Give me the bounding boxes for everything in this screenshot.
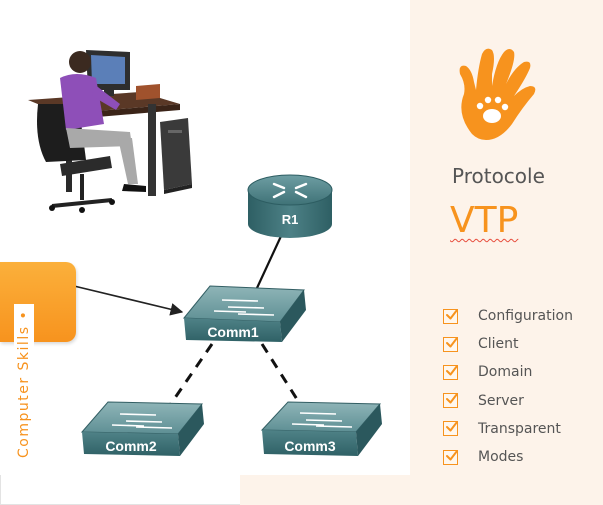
checklist-item: Server [443, 387, 573, 415]
orange-side-tab [0, 262, 76, 342]
checklist-item: Domain [443, 358, 573, 386]
switch-comm1: Comm1 [182, 285, 306, 342]
checklist-item: Configuration [443, 302, 573, 330]
switch-comm2: Comm2 [80, 401, 204, 456]
switch-comm1-label: Comm1 [207, 324, 259, 340]
checklist-item-label: Transparent [478, 420, 561, 437]
side-label: Computer Skills • [14, 303, 34, 464]
checkbox-checked-icon [443, 308, 458, 324]
checklist-item: Modes [443, 443, 573, 471]
side-label-text: Computer Skills [16, 325, 32, 458]
checklist-item-label: Domain [478, 364, 533, 381]
subtitle: Protocole [452, 164, 545, 188]
router-r1-label: R1 [282, 212, 299, 227]
checkbox-checked-icon [443, 393, 458, 409]
router-r1: R1 [247, 174, 333, 238]
checklist-item: Transparent [443, 415, 573, 443]
workstation-user-icon [28, 50, 192, 213]
link-comm1-r1 [256, 233, 283, 289]
checkbox-checked-icon [443, 421, 458, 437]
checklist-item-label: Server [478, 392, 524, 409]
network-diagram: R1 Comm1 Comm2 Comm3 [28, 50, 382, 456]
checklist-item-label: Client [478, 336, 519, 353]
checklist-item-label: Configuration [478, 308, 573, 325]
checkbox-checked-icon [443, 336, 458, 352]
link-workstation-comm1 [73, 285, 184, 316]
link-comm1-comm3 [260, 343, 302, 405]
checklist-item-label: Modes [478, 449, 524, 466]
switch-comm3: Comm3 [260, 401, 382, 456]
checkbox-checked-icon [443, 364, 458, 380]
switch-comm3-label: Comm3 [284, 438, 336, 454]
checklist-item: Client [443, 330, 573, 358]
hand-paw-logo-icon [459, 48, 536, 140]
switch-comm2-label: Comm2 [105, 438, 157, 454]
link-comm1-comm2 [166, 343, 214, 409]
page-title: VTP [450, 200, 519, 241]
side-label-bullet: • [16, 309, 32, 320]
checkbox-checked-icon [443, 449, 458, 465]
